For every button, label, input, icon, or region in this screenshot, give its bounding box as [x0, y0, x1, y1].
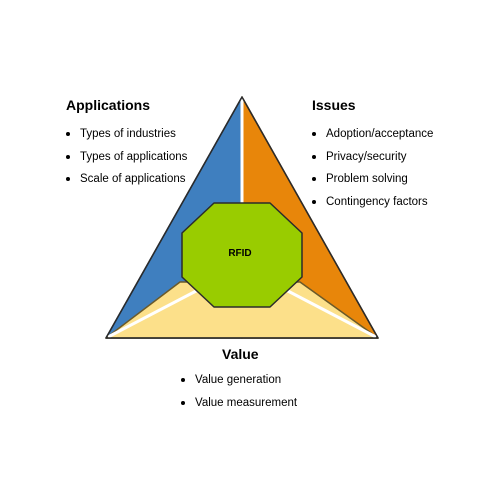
list-item: Privacy/security — [312, 146, 433, 169]
divider-left — [107, 288, 199, 339]
list-item: Types of applications — [66, 146, 187, 169]
triangle-outline — [105, 96, 379, 339]
list-item: Contingency factors — [312, 191, 433, 214]
value-block: Value Value generation Value measurement — [181, 346, 297, 414]
applications-heading: Applications — [66, 97, 151, 113]
list-item: Scale of applications — [66, 168, 187, 191]
list-item: Problem solving — [312, 168, 433, 191]
list-item: Adoption/acceptance — [312, 123, 433, 146]
list-item: Types of industries — [66, 123, 187, 146]
applications-block: Applications Types of industries Types o… — [66, 97, 187, 191]
list-item: Value generation — [181, 369, 297, 392]
rfid-octagon — [181, 202, 303, 308]
list-item: Value measurement — [181, 392, 297, 415]
issues-heading: Issues — [312, 97, 356, 113]
issues-block: Issues Adoption/acceptance Privacy/secur… — [312, 97, 433, 213]
value-list: Value generation Value measurement — [181, 369, 297, 414]
applications-list: Types of industries Types of application… — [66, 123, 187, 191]
issues-list: Adoption/acceptance Privacy/security Pro… — [312, 123, 433, 213]
divider-right — [285, 288, 377, 339]
value-heading: Value — [222, 346, 259, 362]
rfid-label: RFID — [228, 248, 252, 259]
